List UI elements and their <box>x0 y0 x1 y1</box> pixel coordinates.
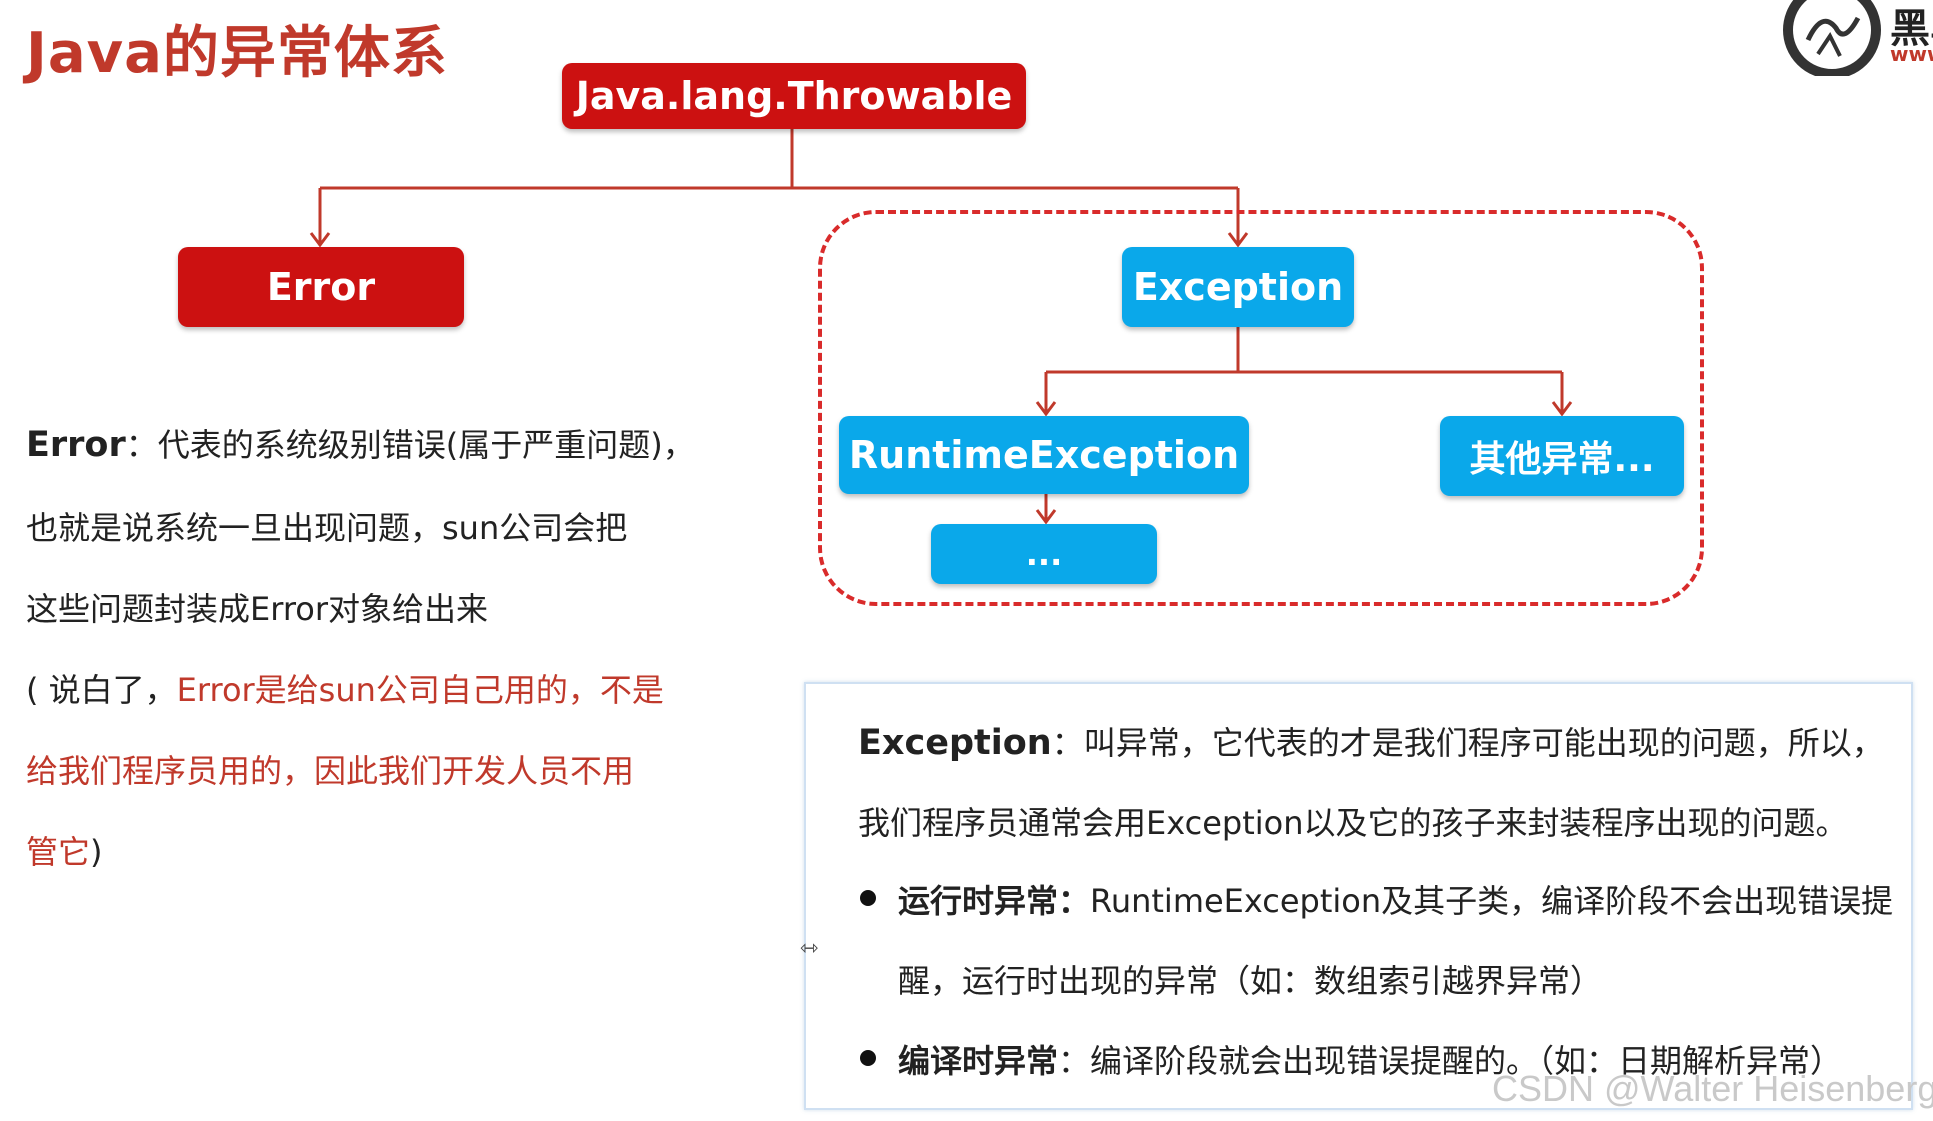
page-title: Java的异常体系 <box>26 21 448 86</box>
node-runtime-exception: RuntimeException <box>839 416 1249 494</box>
exception-desc-panel: Exception：叫异常，它代表的才是我们程序可能出现的问题，所以， 我们程序… <box>804 682 1913 1110</box>
exception-desc-bullet-1-cont: 醒，运行时出现的异常（如：数组索引越界异常） <box>898 962 1603 1000</box>
bullet-icon <box>860 890 876 906</box>
logo-url: www <box>1890 42 1933 66</box>
arrowhead-runtime <box>1035 401 1057 417</box>
exception-desc-bullet-1: 运行时异常：RuntimeException及其子类，编译阶段不会出现错误提 <box>898 882 1894 920</box>
error-desc-line-5: 给我们程序员用的，因此我们开发人员不用 <box>26 752 635 790</box>
error-desc-lead: Error <box>26 425 126 465</box>
node-throwable-label: Java.lang.Throwable <box>575 74 1013 118</box>
node-error: Error <box>178 247 464 327</box>
error-desc-highlight-1: Error是给sun公司自己用的，不是 <box>176 671 664 709</box>
watermark: CSDN @Walter Heisenberg <box>1492 1068 1933 1109</box>
error-desc-line-2: 也就是说系统一旦出现问题，sun公司会把 <box>26 509 628 547</box>
heima-logo-icon <box>1783 0 1881 76</box>
node-other-exceptions-label: 其他异常... <box>1469 439 1655 480</box>
node-exception-label: Exception <box>1132 265 1344 309</box>
exception-desc-bullet-2: 编译时异常：编译阶段就会出现错误提醒的。（如：日期解析异常） <box>898 1042 1843 1080</box>
node-error-label: Error <box>266 265 376 309</box>
logo-text: 黑马 <box>1890 6 1933 52</box>
arrowhead-error <box>309 232 331 248</box>
exception-desc-line-2: 我们程序员通常会用Exception以及它的孩子来封装程序出现的问题。 <box>858 804 1848 842</box>
node-runtime-child-label: ... <box>1025 535 1063 573</box>
exception-desc-lead: Exception <box>858 723 1052 763</box>
error-desc-line-3: 这些问题封装成Error对象给出来 <box>26 590 489 628</box>
arrowhead-exception <box>1227 232 1249 248</box>
node-exception: Exception <box>1122 247 1354 327</box>
node-runtime-exception-label: RuntimeException <box>848 433 1240 477</box>
arrowhead-other <box>1551 401 1573 417</box>
node-runtime-child: ... <box>931 524 1157 584</box>
error-desc-line-1: Error：代表的系统级别错误(属于严重问题)， <box>26 425 695 465</box>
resize-cursor-icon: ⇿ <box>800 936 819 961</box>
exception-group-boundary <box>818 210 1704 606</box>
exception-desc-line-1: Exception：叫异常，它代表的才是我们程序可能出现的问题，所以， <box>858 723 1884 763</box>
node-other-exceptions: 其他异常... <box>1440 416 1684 496</box>
node-throwable: Java.lang.Throwable <box>562 63 1026 129</box>
bullet-icon <box>860 1050 876 1066</box>
error-desc-line-6: 管它) <box>26 833 103 871</box>
error-desc-line-4: ( 说白了，Error是给sun公司自己用的，不是 <box>26 671 664 709</box>
arrowhead-runtime-child <box>1035 509 1057 525</box>
